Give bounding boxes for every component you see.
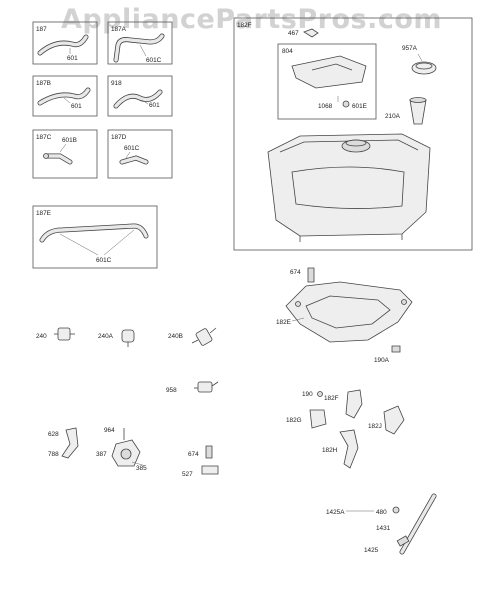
fuel-filter-240[interactable]: 240 bbox=[36, 327, 75, 341]
label-187-601: 601 bbox=[67, 55, 78, 62]
tank-bracket bbox=[285, 281, 413, 343]
label-1068: 1068 bbox=[318, 103, 333, 110]
tank-bracket-assembly[interactable]: 674 182E 190A bbox=[276, 267, 413, 364]
label-187c-601b: 601B bbox=[62, 137, 77, 144]
label-182j: 182J bbox=[368, 423, 382, 430]
label-674-low: 674 bbox=[188, 451, 199, 458]
hose-box-187c[interactable]: 187C 601B bbox=[32, 129, 98, 179]
label-480: 480 bbox=[376, 509, 387, 516]
fuel-tank bbox=[267, 133, 431, 237]
label-182e: 182E bbox=[276, 319, 291, 326]
hose-box-187b[interactable]: 187B 601 bbox=[32, 75, 98, 117]
clamp-group-674-527[interactable]: 674 527 bbox=[182, 445, 219, 478]
label-182g: 182G bbox=[286, 417, 302, 424]
shutoff-valve-958[interactable]: 958 bbox=[166, 381, 219, 394]
fuel-pump-group[interactable]: 628 788 964 387 385 bbox=[48, 427, 147, 472]
label-1431: 1431 bbox=[376, 525, 391, 532]
label-628: 628 bbox=[48, 431, 59, 438]
label-187c: 187C bbox=[36, 134, 52, 141]
label-187d: 187D bbox=[111, 134, 127, 141]
fuel-cap bbox=[411, 61, 437, 75]
hose-box-918[interactable]: 918 601 bbox=[107, 75, 173, 117]
label-527: 527 bbox=[182, 471, 193, 478]
clamp-601e bbox=[342, 100, 350, 108]
hose-box-187[interactable]: 187 601 bbox=[32, 21, 98, 65]
label-1425a: 1425A bbox=[326, 509, 345, 516]
label-182h: 182H bbox=[322, 447, 338, 454]
label-187e: 187E bbox=[36, 210, 51, 217]
label-190: 190 bbox=[302, 391, 313, 398]
label-958: 958 bbox=[166, 387, 177, 394]
label-240b: 240B bbox=[168, 333, 183, 340]
label-240: 240 bbox=[36, 333, 47, 340]
label-240a: 240A bbox=[98, 333, 114, 340]
fuel-shield bbox=[291, 55, 367, 89]
label-387: 387 bbox=[96, 451, 107, 458]
label-187e-601c: 601C bbox=[96, 257, 112, 264]
fuel-strainer bbox=[409, 99, 427, 125]
label-187: 187 bbox=[36, 26, 47, 33]
label-788: 788 bbox=[48, 451, 59, 458]
hose-box-187d[interactable]: 187D 601C bbox=[107, 129, 173, 179]
label-182f: 182F bbox=[324, 395, 339, 402]
label-467: 467 bbox=[288, 30, 299, 37]
hose-box-187a[interactable]: 187A 601C bbox=[107, 21, 173, 65]
shield-subbox bbox=[277, 43, 377, 120]
fuel-line-group[interactable]: 1425A 480 1431 1425 bbox=[326, 493, 437, 555]
label-804: 804 bbox=[282, 48, 293, 55]
label-187a: 187A bbox=[111, 26, 127, 33]
label-918: 918 bbox=[111, 80, 122, 87]
pump-bracket-788 bbox=[61, 427, 79, 459]
label-385: 385 bbox=[136, 465, 147, 472]
bracket-group[interactable]: 190 182F 182G 182J 182H bbox=[286, 389, 405, 469]
label-957a: 957A bbox=[402, 45, 418, 52]
label-tank-box: 182F bbox=[237, 22, 252, 29]
label-601e: 601E bbox=[352, 103, 367, 110]
hose-box-187e[interactable]: 187E 601C bbox=[32, 205, 158, 269]
label-918-601: 601 bbox=[149, 102, 160, 109]
watermark: AppliancePartsPros.com bbox=[60, 4, 443, 35]
label-674-top: 674 bbox=[290, 269, 301, 276]
fuel-tank-box[interactable]: 182F 467 804 1068 601E 957A 210A bbox=[233, 17, 473, 251]
label-190a: 190A bbox=[374, 357, 390, 364]
label-210a: 210A bbox=[385, 113, 401, 120]
label-187b-601: 601 bbox=[71, 103, 82, 110]
label-187b: 187B bbox=[36, 80, 51, 87]
label-1425: 1425 bbox=[364, 547, 379, 554]
label-187d-601c: 601C bbox=[124, 145, 140, 152]
label-964: 964 bbox=[104, 427, 115, 434]
nut-190a bbox=[391, 345, 401, 353]
label-187a-601c: 601C bbox=[146, 57, 162, 64]
fuel-filter-240a[interactable]: 240A bbox=[98, 329, 135, 347]
screw-674-top bbox=[307, 267, 315, 283]
fuel-filter-240b[interactable]: 240B bbox=[168, 327, 217, 346]
